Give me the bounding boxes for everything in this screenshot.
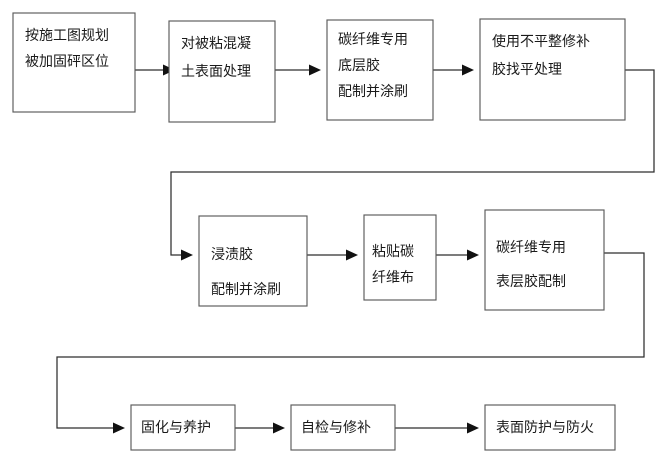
connector-n2-to-n3: [274, 64, 321, 76]
node-box[interactable]: [484, 209, 605, 311]
node-label-line: 被加固砰区位: [25, 54, 109, 70]
flow-node-n4[interactable]: 使用不平整修补 胶找平处理: [479, 18, 626, 121]
flow-node-n2[interactable]: 对被粘混凝 土表面处理: [168, 20, 276, 123]
node-box[interactable]: [130, 404, 236, 451]
node-label-line: 纤维布: [372, 270, 414, 286]
node-label-line: 对被粘混凝: [181, 36, 251, 52]
arrowhead-icon: [467, 249, 479, 261]
flow-node-n1[interactable]: 按施工图规划 被加固砰区位: [12, 12, 136, 113]
flow-node-n8[interactable]: 固化与养护: [130, 404, 236, 451]
node-box[interactable]: [326, 19, 434, 121]
node-box[interactable]: [484, 404, 616, 451]
flow-node-n9[interactable]: 自检与修补: [290, 404, 396, 451]
node-label-line: 碳纤维专用: [496, 240, 566, 256]
node-label-line: 土表面处理: [181, 64, 251, 80]
arrowhead-icon: [309, 64, 321, 76]
flow-node-n7[interactable]: 碳纤维专用 表层胶配制: [484, 209, 605, 311]
node-layer: 按施工图规划 被加固砰区位 对被粘混凝 土表面处理 碳纤维专用 底层胶 配制并涂…: [12, 12, 626, 451]
flow-node-n5[interactable]: 浸渍胶 配制并涂刷: [198, 215, 308, 307]
node-label-line: 底层胶: [338, 57, 380, 74]
node-label-line: 配制并涂刷: [338, 84, 408, 100]
arrowhead-icon: [462, 64, 474, 76]
node-label-line: 胶找平处理: [492, 61, 562, 78]
flow-node-n10[interactable]: 表面防护与防火: [484, 404, 616, 451]
node-label-line: 配制并涂刷: [211, 282, 281, 298]
node-box[interactable]: [198, 215, 308, 307]
node-box[interactable]: [363, 214, 437, 301]
arrowhead-icon: [113, 422, 125, 434]
node-label-line: 浸渍胶: [211, 246, 253, 263]
node-label-line: 表层胶配制: [496, 273, 566, 290]
connector-n8-to-n9: [234, 422, 285, 434]
node-box[interactable]: [168, 20, 276, 123]
connector-n6-to-n7: [435, 249, 479, 261]
node-label-line: 表面防护与防火: [496, 420, 594, 436]
connector-n5-to-n6: [306, 249, 358, 261]
node-label-line: 使用不平整修补: [492, 33, 590, 50]
arrowhead-icon: [346, 249, 358, 261]
connector-layer: [56, 64, 655, 434]
node-label-line: 固化与养护: [141, 420, 211, 436]
connector-n7-to-n8: [56, 252, 645, 434]
connector-n3-to-n4: [432, 64, 474, 76]
arrowhead-icon: [181, 249, 193, 261]
node-box[interactable]: [290, 404, 396, 451]
flow-node-n6[interactable]: 粘贴碳 纤维布: [363, 214, 437, 301]
connector-line: [170, 69, 655, 256]
connector-n9-to-n10: [394, 422, 479, 434]
arrowhead-icon: [273, 422, 285, 434]
connector-line: [56, 252, 645, 429]
connector-n4-to-n5: [170, 69, 655, 261]
node-box[interactable]: [479, 18, 626, 121]
node-box[interactable]: [12, 12, 136, 113]
node-label-line: 粘贴碳: [372, 244, 414, 260]
node-label-line: 碳纤维专用: [338, 32, 408, 48]
node-label-line: 自检与修补: [301, 420, 371, 436]
arrowhead-icon: [467, 422, 479, 434]
flow-node-n3[interactable]: 碳纤维专用 底层胶 配制并涂刷: [326, 19, 434, 121]
node-label-line: 按施工图规划: [25, 28, 109, 44]
